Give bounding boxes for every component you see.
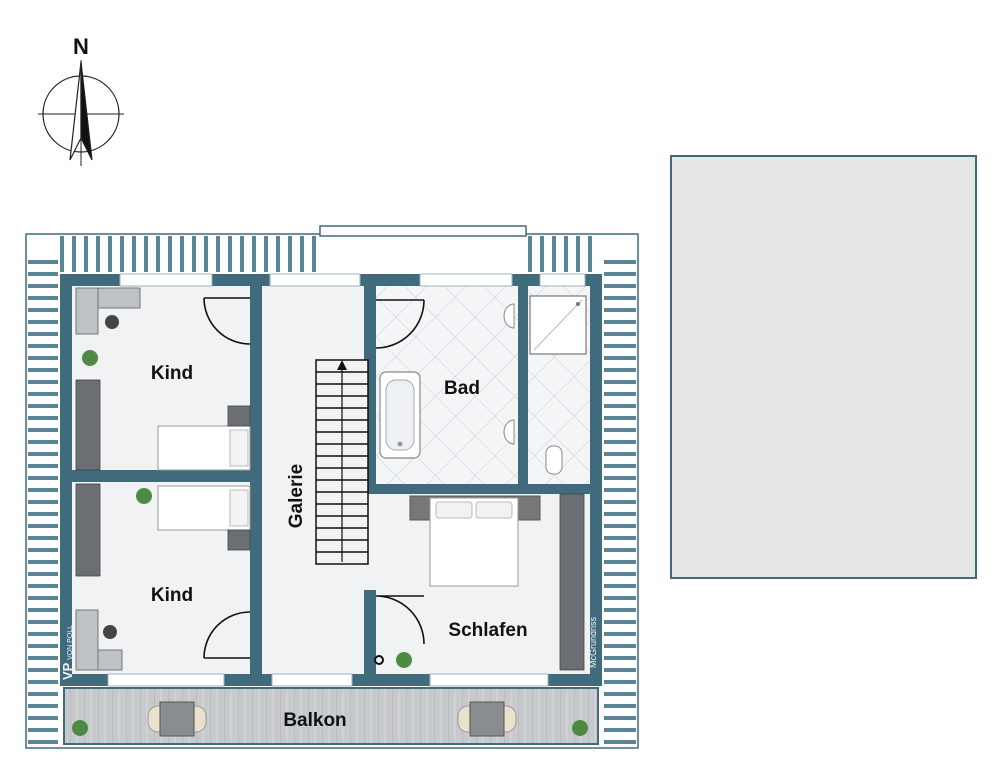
doors <box>203 297 425 659</box>
compass-label: N <box>73 34 89 59</box>
bed-icon <box>157 425 251 531</box>
credit-text: McGrundriss <box>588 616 598 668</box>
room-label-balkon: Balkon <box>283 710 346 731</box>
logo-text: VON POLL <box>67 625 74 660</box>
shower-icon <box>529 295 587 355</box>
wardrobe-icon <box>75 379 585 671</box>
overview-panel <box>670 155 977 579</box>
room-label-schlafen: Schlafen <box>448 620 527 641</box>
logo-mark: VP <box>60 662 75 680</box>
balcony-furniture-icon <box>147 701 517 737</box>
desk-icon <box>75 287 141 671</box>
staircase <box>315 359 369 565</box>
room-label-kind-top: Kind <box>151 363 193 384</box>
logo: VP VON POLL <box>60 625 75 680</box>
sink-icon <box>503 303 515 445</box>
plant-icon <box>72 350 588 736</box>
bathtub-icon <box>379 371 421 459</box>
north-arrow-icon: N <box>38 34 124 166</box>
room-label-bad: Bad <box>444 378 480 399</box>
windows <box>107 273 586 687</box>
toilet-icon <box>545 445 563 475</box>
chimney-icon <box>374 655 384 665</box>
room-label-galerie: Galerie <box>286 464 307 528</box>
room-label-kind-bottom: Kind <box>151 585 193 606</box>
double-bed-icon <box>409 495 541 587</box>
